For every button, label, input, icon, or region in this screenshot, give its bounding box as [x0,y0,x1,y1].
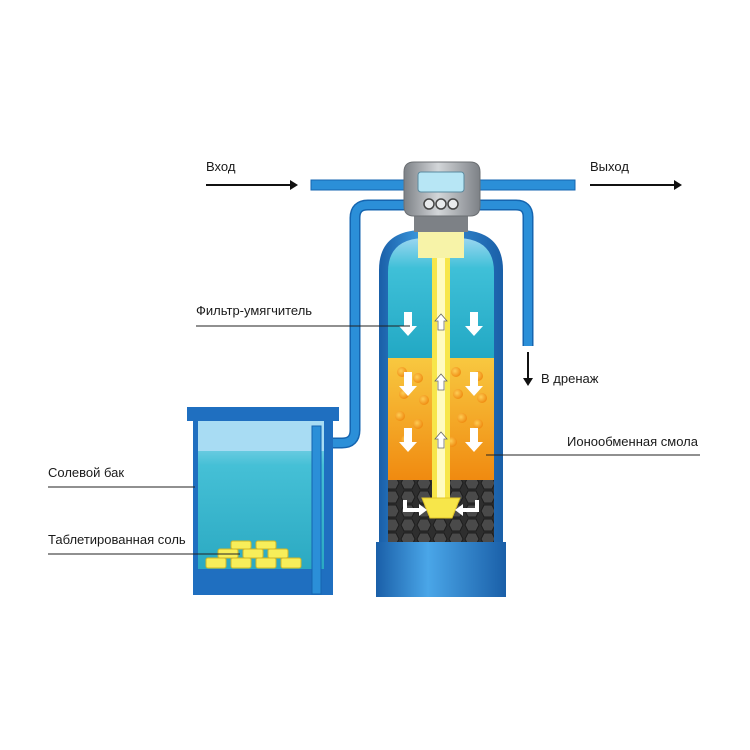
inlet-label: Вход [206,159,236,174]
brine-tank-label: Солевой бак [48,465,124,480]
drain-arrow [523,352,533,386]
flow-arrows-down [399,312,483,452]
leader-lines [48,325,700,555]
bottom-distributor [421,497,461,519]
control-valve [403,161,481,232]
salt-tablets [205,540,302,569]
brine-draw-tube [311,425,322,595]
softener-tank [376,230,506,597]
valve-display [417,171,465,193]
brine-tank [187,407,339,595]
ion-exchange-resin-label: Ионообменная смола [567,434,699,449]
return-arrows [403,500,479,512]
tablet-salt-label: Таблетированная соль [48,532,186,547]
flow-arrows-up [434,313,448,449]
valve-button [423,198,435,210]
inlet-arrow [206,180,298,190]
tank-base [376,542,506,597]
valve-button [435,198,447,210]
outlet-label: Выход [590,159,629,174]
valve-button [447,198,459,210]
drain-label: В дренаж [541,371,599,386]
outlet-arrow [590,180,682,190]
softener-filter-label: Фильтр-умягчитель [196,303,312,318]
